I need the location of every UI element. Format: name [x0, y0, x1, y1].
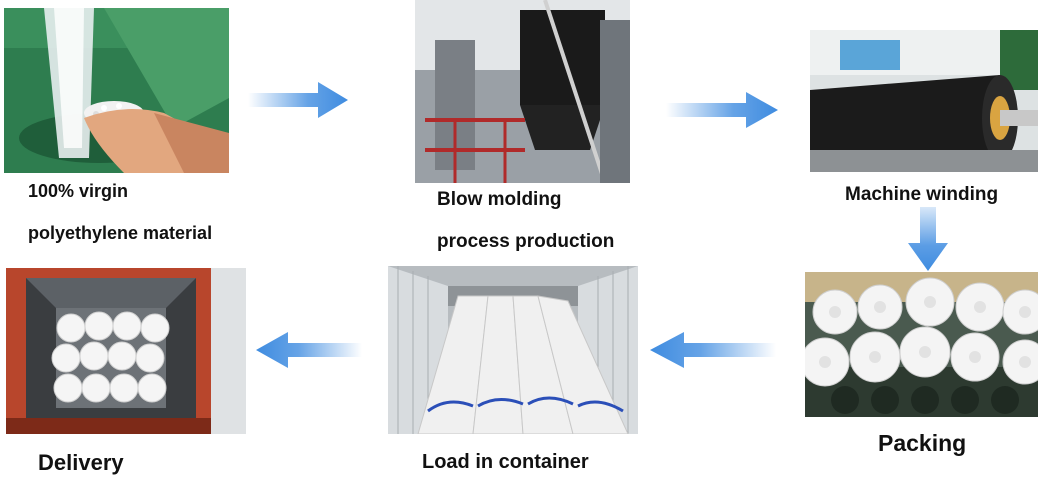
- photo-blow-molding: [415, 0, 630, 183]
- label-material-line2: polyethylene material: [28, 223, 213, 243]
- label-blow-line1: Blow molding: [437, 189, 562, 210]
- label-material-line1: 100% virgin: [28, 181, 129, 201]
- arrow-right-icon: [248, 80, 348, 120]
- label-load-in-container: Load in container: [422, 451, 589, 473]
- photo-delivery-truck: [6, 268, 246, 434]
- photo-polyethylene-pellets: [4, 8, 229, 173]
- arrow-left-icon: [650, 330, 776, 370]
- label-machine-winding: Machine winding: [845, 184, 999, 205]
- label-packing: Packing: [878, 430, 967, 456]
- label-blow-line2: process production: [437, 231, 615, 252]
- label-delivery: Delivery: [38, 450, 124, 475]
- photo-load-in-container: [388, 266, 638, 434]
- photo-machine-winding: [810, 30, 1038, 172]
- arrow-left-icon: [256, 330, 362, 370]
- arrow-down-icon: [906, 207, 950, 271]
- arrow-right-icon: [666, 90, 778, 130]
- photo-packing: [805, 272, 1038, 417]
